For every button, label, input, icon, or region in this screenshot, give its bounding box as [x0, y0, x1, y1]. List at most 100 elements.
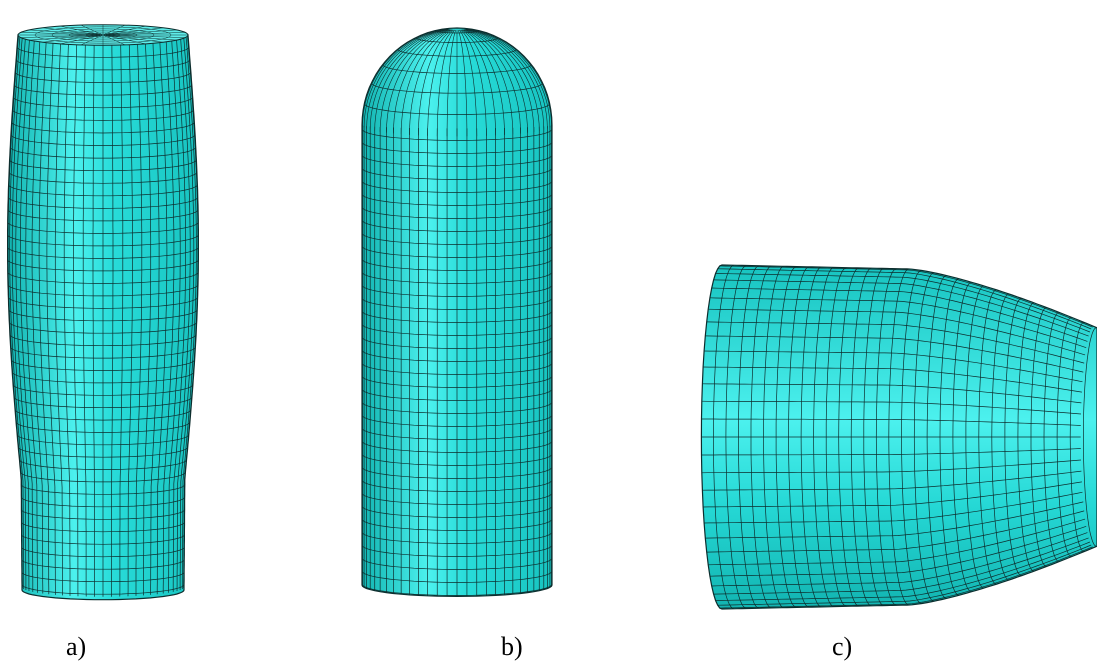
mesh-line: [1056, 316, 1072, 558]
mesh-line: [386, 29, 450, 133]
mesh-line: [875, 268, 897, 606]
mesh-line: [162, 41, 175, 594]
mesh-line: [361, 180, 553, 193]
mesh-line: [42, 34, 104, 43]
mesh-line: [361, 505, 553, 518]
mesh-line: [17, 446, 189, 458]
mesh-line: [464, 29, 528, 133]
mesh-line: [7, 259, 199, 272]
mesh-line: [361, 557, 553, 570]
mesh-line: [775, 266, 797, 608]
mesh-line: [361, 310, 553, 323]
mesh-line: [16, 46, 190, 58]
mesh-line: [15, 421, 191, 433]
mesh-line: [361, 401, 553, 414]
mesh-line: [460, 29, 487, 136]
mesh-line: [20, 471, 186, 483]
mesh-line: [7, 234, 199, 247]
mesh-line: [788, 266, 810, 608]
mesh-line: [156, 42, 168, 595]
mesh-line: [361, 258, 553, 271]
mesh-line: [362, 28, 447, 127]
mesh-line: [20, 496, 186, 508]
mesh-line: [7, 209, 199, 222]
mesh-line: [713, 264, 735, 610]
mesh-line: [361, 453, 553, 466]
mesh-line: [135, 44, 143, 596]
mesh-line: [361, 479, 553, 492]
mesh-line: [409, 29, 452, 135]
mesh-line: [54, 43, 63, 596]
mesh-line: [19, 459, 187, 470]
mesh-line: [361, 128, 553, 141]
mesh-line: [1083, 327, 1097, 547]
mesh-line: [466, 28, 548, 129]
mesh-line: [168, 40, 181, 593]
mesh-line: [143, 43, 152, 596]
mesh-line: [21, 571, 185, 583]
mesh-line: [427, 29, 454, 136]
mesh-line: [361, 570, 553, 583]
mesh-line: [457, 29, 468, 137]
mesh-line: [361, 427, 553, 440]
mesh-line: [7, 284, 199, 297]
mesh-line: [10, 346, 196, 359]
mesh-line: [462, 29, 505, 135]
mesh-line: [13, 84, 193, 96]
mesh-line: [463, 29, 521, 134]
mesh-line: [361, 219, 553, 232]
mesh-line: [150, 43, 160, 595]
mesh-line: [366, 28, 448, 129]
mesh-line: [1043, 311, 1060, 563]
mesh-line: [825, 267, 847, 607]
mesh-line: [952, 281, 972, 593]
caption-c: c): [832, 632, 853, 661]
mesh-line: [179, 38, 195, 590]
mesh-line: [80, 34, 104, 46]
mesh-line: [379, 29, 449, 132]
mesh-a: [6, 24, 199, 601]
mesh-line: [29, 29, 104, 36]
mesh-line: [102, 34, 146, 45]
mesh-line: [738, 265, 760, 609]
caption-a: a): [66, 632, 87, 661]
mesh-c: [700, 264, 1097, 610]
mesh-line: [461, 29, 496, 136]
mesh-line: [15, 59, 191, 71]
mesh-line: [446, 29, 457, 137]
mesh-line: [926, 275, 947, 599]
mesh-line: [361, 297, 553, 310]
mesh-line: [467, 28, 551, 128]
mesh-line: [913, 272, 935, 602]
mesh-line: [361, 323, 553, 336]
mesh-line: [46, 43, 56, 595]
mesh-line: [369, 28, 448, 130]
mesh-line: [21, 584, 185, 595]
mesh-line: [800, 266, 822, 608]
mesh-line: [361, 193, 553, 206]
mesh-line: [361, 492, 553, 505]
mesh-line: [374, 28, 449, 131]
mesh-line: [361, 167, 553, 180]
mesh-line: [11, 371, 195, 384]
mesh-line: [102, 32, 186, 36]
mesh-line: [102, 34, 126, 46]
mesh-line: [20, 32, 104, 36]
mesh-line: [82, 44, 87, 597]
mesh-line: [465, 28, 540, 131]
mesh-line: [11, 38, 27, 590]
mesh-line: [750, 265, 772, 609]
mesh-line: [102, 34, 186, 38]
mesh-line: [838, 267, 860, 607]
mesh-line: [361, 284, 553, 297]
mesh-line: [467, 28, 552, 127]
mesh-line: [361, 362, 553, 375]
mesh-line: [462, 29, 514, 135]
mesh-line: [102, 34, 164, 43]
mesh-line: [361, 271, 553, 284]
mesh-line: [102, 29, 177, 36]
mesh-line: [60, 25, 104, 36]
mesh-line: [16, 434, 190, 446]
mesh-line: [102, 27, 164, 36]
